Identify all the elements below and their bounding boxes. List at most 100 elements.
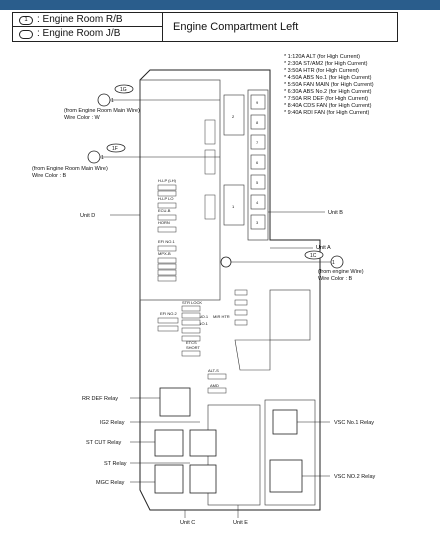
fuse-9-number: 9 [256,100,259,105]
ig2-relay-body [189,429,217,457]
legend-row-engine-room-jb: : Engine Room J/B [13,27,163,41]
vsc2-relay-body [269,459,303,493]
note-4: * 4:50A ABS No.1 (for High Current) [284,75,372,81]
top-bar [0,0,440,10]
fuse-label-str-lock: STR LOCK [182,300,202,305]
vsc-block [264,399,316,506]
fuse-m-12 [234,299,248,306]
connector-symbol-icon: 1 [19,16,33,25]
legend-table: 1 : Engine Room R/B : Engine Room J/B En… [12,12,398,42]
fuse-label-efi-no2: EFI NO.2 [160,311,177,316]
large-fuse-2 [223,184,245,226]
mgc-relay-body [154,464,184,494]
fuse-4-number: 4 [256,200,259,205]
unit-b-label: Unit B [328,210,343,216]
fuse-m-6 [181,335,201,342]
relay-block-right [269,289,311,341]
connector-1f-pin: 1 [101,155,104,161]
connector-1f-code: 1F [112,146,118,152]
st-cut-relay-label: ST CUT Relay [86,440,122,446]
fuse-label-mpx-b: MPX-B [158,251,171,256]
legend-title: Engine Compartment Left [173,21,299,33]
rr-def-relay-label: RR DEF Relay [82,396,118,402]
fuse-7-number: 7 [256,140,259,145]
fuse-m-14 [234,319,248,326]
legend-row-engine-room-rb: 1 : Engine Room R/B [13,13,163,27]
fuse-d-10 [157,275,177,282]
note-5: * 5:50A FAN MAIN (for High Current) [284,82,374,88]
fuse-5 [250,174,266,190]
fuse-d-4 [157,214,177,221]
fuse-d-9 [157,269,177,276]
fuse-d-2 [157,190,177,197]
fuse-m-13 [234,309,248,316]
fuse-4 [250,194,266,210]
note-8: * 8:40A CDS FAN (for High Current) [284,103,372,109]
fuse-d-5 [157,226,177,233]
legend-engine-room-rb: : Engine Room R/B [37,14,123,25]
unit-b-column [247,89,269,241]
fuse-label-h-lp-lh: H-LP (LH) [158,178,177,183]
fuse-m-3 [157,317,179,324]
st-relay-body [189,464,217,494]
fuse-3-number: 3 [256,220,259,225]
unit-d-label: Unit D [80,213,95,219]
unit-d-panel [139,79,221,301]
rr-def-relay-body [159,387,191,417]
relay-d-3 [204,194,216,220]
connector-1g-icon [97,93,111,107]
tag-1f [106,143,126,153]
relay-d-1 [204,119,216,145]
fuse-label-h-lp-lo: H-LP LO [158,196,174,201]
fuse-label-etcs: ETCS [186,340,197,345]
note-9: * 9:40A RDI FAN (for High Current) [284,110,369,116]
fuse-m-11 [234,289,248,296]
fuse-label-efi-no1: EFI NO.1 [158,239,175,244]
relay-block-right-2 [234,339,271,371]
note-1: * 1:120A ALT (for High Current) [284,54,360,60]
vsc1-relay-label: VSC No.1 Relay [334,420,374,426]
fuse-9 [250,94,266,110]
st-cut-relay-body [154,429,184,457]
connector-1g-color: Wire Color : W [64,115,101,121]
fuse-m-7 [157,325,179,332]
fuse-m-1 [181,305,201,312]
unit-a-label: Unit A [316,245,331,251]
large-fuse-1 [223,94,245,136]
ig2-relay-label: IG2 Relay [100,420,125,426]
fuse-m-10 [207,387,227,394]
connector-1c-code: 1C [310,253,317,259]
large-fuse-1-number: 2 [232,114,235,119]
mgc-relay-label: MGC Relay [96,480,125,486]
fuse-m-2 [181,312,201,319]
connector-symbol-icon [19,30,33,39]
fuse-d-3 [157,202,177,209]
unit-e-label: Unit E [233,520,248,526]
fuse-d-8 [157,263,177,270]
fuse-label-horn: HORN [158,220,170,225]
note-2: * 2:30A ST/AM2 (for High Current) [284,61,368,67]
connector-1f-from: (from Engine Room Main Wire) [32,166,108,172]
st-relay-label: ST Relay [104,461,127,467]
vsc1-relay-body [272,409,298,435]
connector-1f-color: Wire Color : B [32,173,67,179]
connector-1g-pin: 1 [111,98,114,104]
large-fuse-2-number: 1 [232,204,235,209]
vsc2-relay-label: VSC NO.2 Relay [334,474,376,480]
note-6: * 6:30A ABS No.2 (for High Current) [284,89,372,95]
tag-1c [304,250,324,260]
fuse-d-7 [157,257,177,264]
unit-a-plug-icon [220,256,232,268]
note-3: * 3:50A HTR (for High Current) [284,68,359,74]
connector-1c-pin: 1 [332,260,335,266]
fuse-m-4 [181,319,201,326]
connector-1f-icon [87,150,101,164]
fuse-5-number: 5 [256,180,259,185]
unit-c-label: Unit C [180,520,195,526]
fuse-m-8 [181,350,201,357]
fuse-8 [250,114,266,130]
connector-1g-from: (from Engine Room Main Wire) [64,108,140,114]
fuse-8-number: 8 [256,120,259,125]
fuse-label-amd: AMD [210,383,219,388]
